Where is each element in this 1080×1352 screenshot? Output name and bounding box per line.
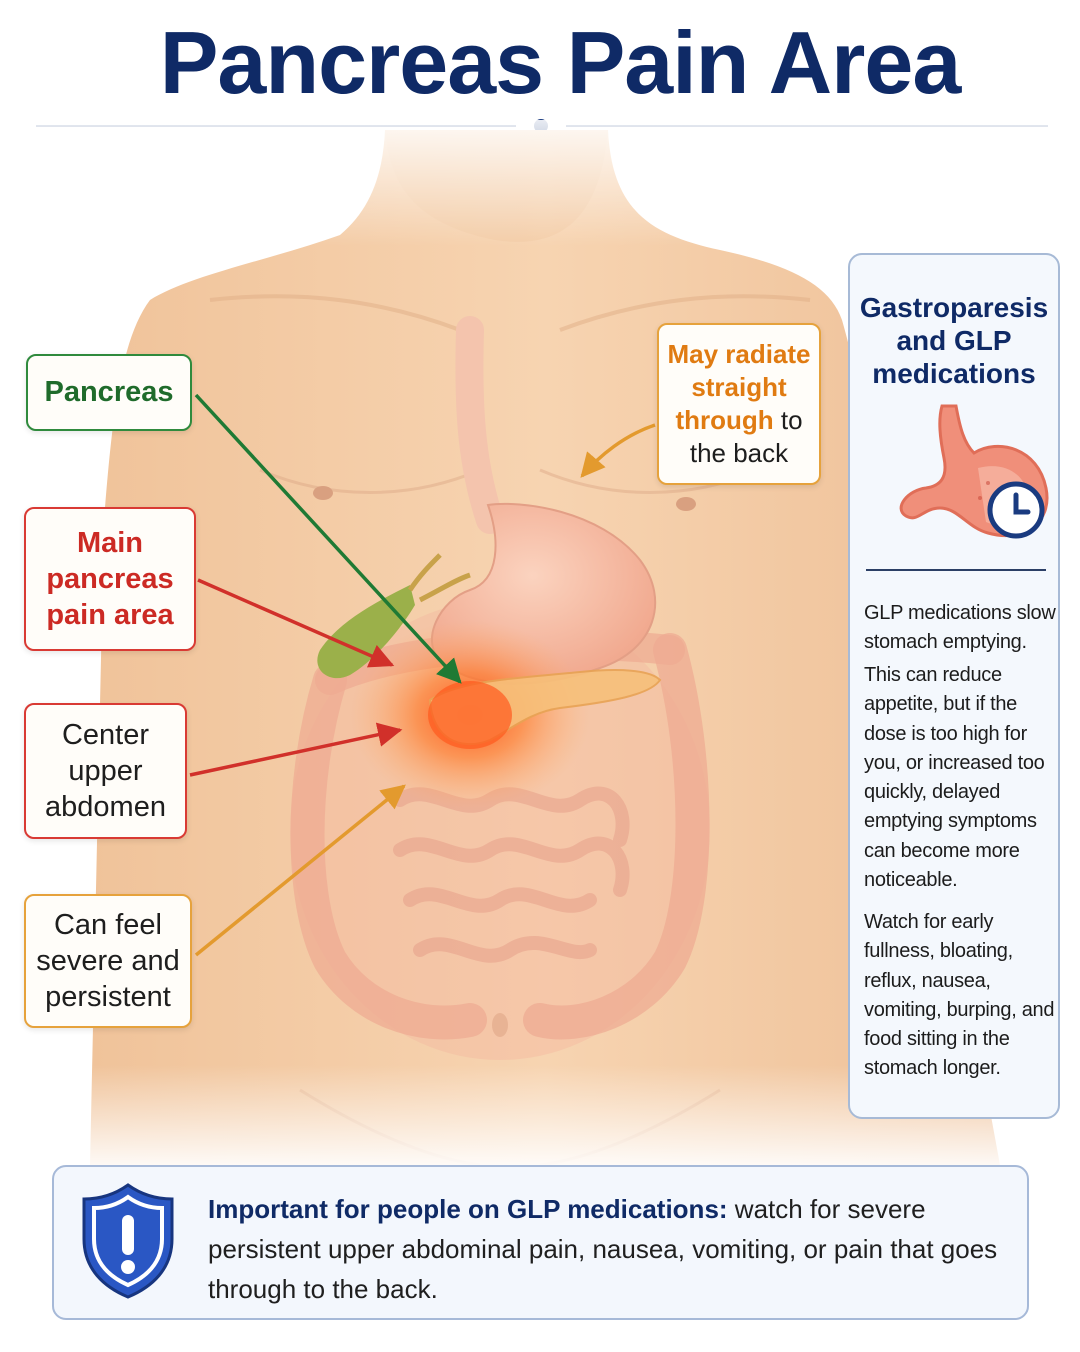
callout-radiate-line-1: May radiate (667, 338, 811, 369)
callout-severe-persistent: Can feel severe and persistent (24, 894, 192, 1028)
page-title: Pancreas Pain Area (159, 13, 962, 112)
warning-text: Important for people on GLP medications:… (208, 1189, 1008, 1309)
callout-severe-line-3: persistent (45, 981, 171, 1014)
callout-radiate-highlight: through (675, 405, 774, 435)
panel-paragraph-1: GLP medications slow stomach emptying. (864, 602, 1056, 654)
arrow-radiate (580, 423, 656, 478)
panel-title-line-2: and GLP (896, 325, 1012, 357)
gastroparesis-panel: Gastroparesis and GLP medications GLP me… (848, 253, 1060, 1119)
arrow-center-upper (189, 722, 403, 777)
glp-warning-box: Important for people on GLP medications:… (52, 1165, 1029, 1320)
callout-radiate-tail: to (773, 405, 803, 435)
callout-main-line-3: pain area (46, 599, 174, 632)
arrow-pancreas (194, 393, 462, 684)
callout-pancreas: Pancreas (26, 354, 192, 431)
callout-main-line-1: Main (76, 526, 144, 559)
callout-pancreas-label: Pancreas (44, 376, 174, 409)
callout-center-line-1: Center (61, 718, 150, 751)
callout-severe-line-2: severe and (36, 944, 180, 977)
callout-radiate-line-4: the back (689, 438, 789, 469)
callout-radiate-line-2: straight (691, 371, 787, 402)
warning-body: watch for severe persistent upper abdomi… (208, 1194, 998, 1304)
panel-paragraph-2: This can reduce appetite, but if the dos… (864, 664, 1045, 892)
panel-paragraph-3: Watch for early fullness, bloating, refl… (864, 911, 1055, 1080)
callout-severe-line-1: Can feel (53, 908, 162, 941)
callout-main-pain-area: Main pancreas pain area (24, 507, 196, 651)
panel-title-line-1: Gastroparesis (859, 292, 1049, 323)
panel-title: Gastroparesis and GLP medications (850, 291, 1058, 390)
callout-main-line-2: pancreas (46, 562, 174, 595)
panel-divider (866, 569, 1046, 571)
callout-center-line-3: abdomen (45, 791, 166, 824)
arrow-severe (194, 784, 406, 957)
shield-exclamation-icon (82, 1183, 174, 1299)
warning-emphasis: Important for people on GLP medications: (208, 1194, 728, 1224)
callout-radiate-line-3: through to (667, 404, 810, 437)
arrow-main-pain (197, 578, 395, 668)
callout-center-line-2: upper (68, 754, 143, 787)
callout-radiate-to-back: May radiate straight through to the back (657, 323, 821, 485)
panel-title-line-3: medications (872, 358, 1036, 390)
stomach-with-clock-icon (899, 404, 1049, 539)
callout-center-upper-abdomen: Center upper abdomen (24, 703, 187, 839)
